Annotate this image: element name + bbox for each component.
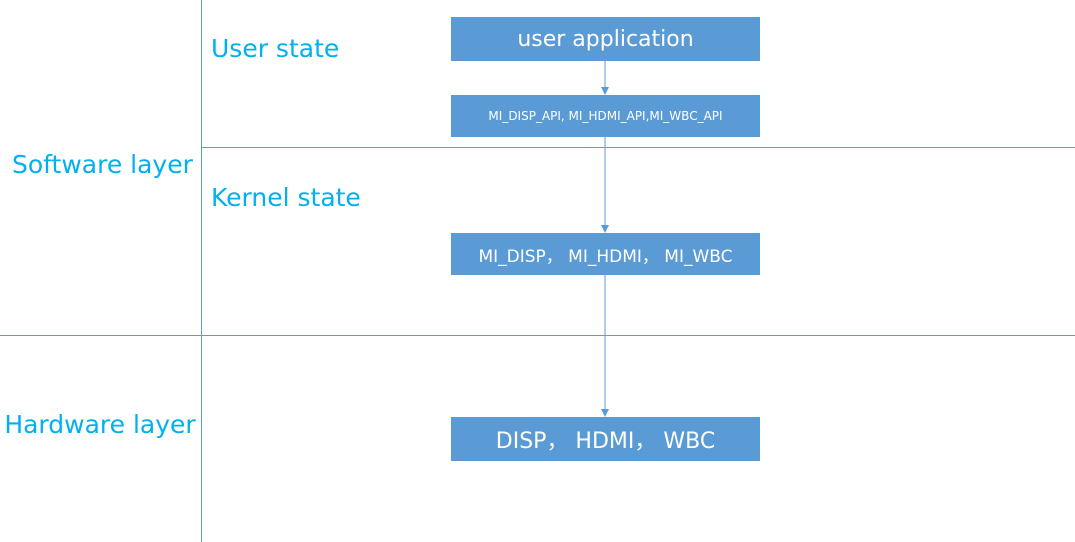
api-text: MI_DISP_API, MI_HDMI_API,MI_WBC_API	[488, 109, 723, 123]
user-state-label: User state	[211, 34, 340, 63]
api-box: MI_DISP_API, MI_HDMI_API,MI_WBC_API	[451, 95, 760, 137]
user-kernel-divider	[201, 147, 1075, 148]
hardware-box: DISP， HDMI， WBC	[451, 417, 760, 461]
kernel-state-label: Kernel state	[211, 183, 361, 212]
hardware-layer-label: Hardware layer	[4, 410, 196, 439]
user-application-text: user application	[517, 26, 694, 52]
software-layer-label: Software layer	[12, 150, 193, 179]
user-application-box: user application	[451, 17, 760, 61]
vertical-divider	[201, 0, 202, 542]
kernel-modules-text: MI_DISP， MI_HDMI， MI_WBC	[478, 246, 733, 267]
kernel-modules-box: MI_DISP， MI_HDMI， MI_WBC	[451, 233, 760, 275]
hardware-text: DISP， HDMI， WBC	[495, 429, 716, 454]
software-hardware-divider	[0, 335, 1075, 336]
